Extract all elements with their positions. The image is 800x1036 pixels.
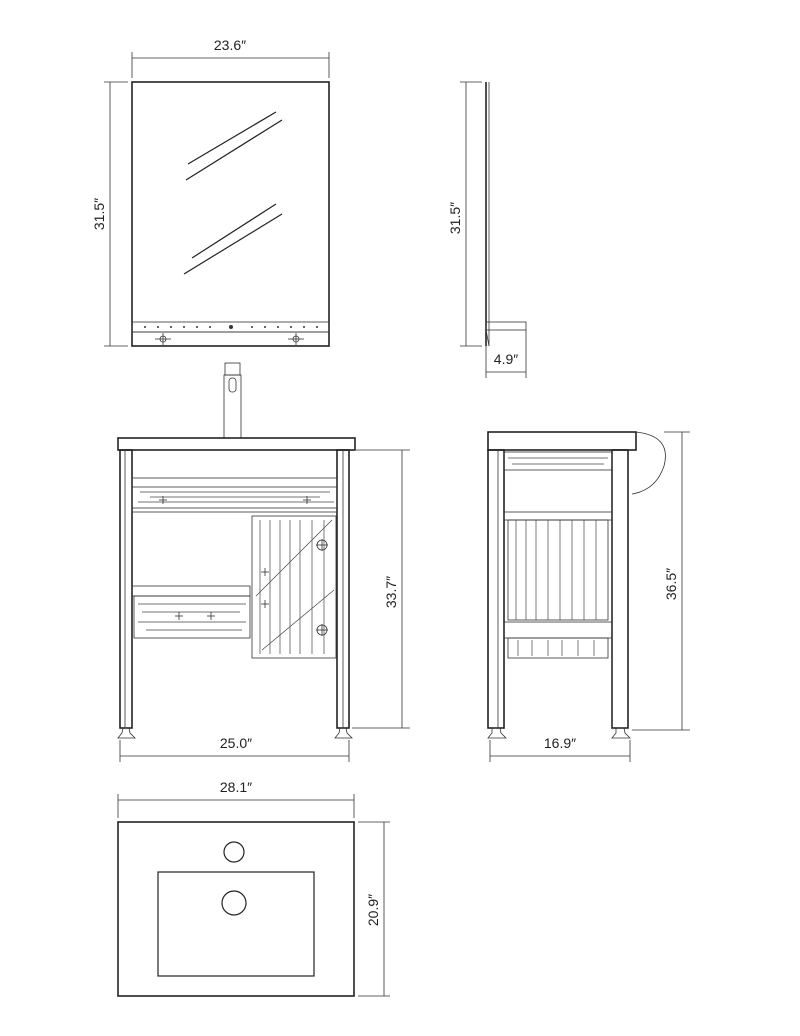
top-depth-dimension: 20.9″ (358, 821, 390, 997)
door-knob-icon (261, 568, 269, 608)
mirror-reflection-lines (183, 111, 283, 275)
side-leveling-feet (487, 727, 631, 739)
top-width-label: 28.1″ (220, 779, 252, 795)
mirror-height-dimension: 31.5″ (91, 81, 128, 347)
faucet-hole-icon (223, 841, 245, 863)
vanity-total-height-dimension: 36.5″ (632, 431, 690, 731)
mirror-width-label: 23.6″ (214, 37, 246, 53)
leveling-feet (117, 727, 353, 739)
vanity-depth-label: 16.9″ (544, 735, 576, 751)
mirror-mount-crosses (155, 333, 304, 345)
mirror-depth-label: 4.9″ (494, 351, 518, 367)
vanity-height-label: 33.7″ (383, 576, 399, 608)
top-depth-label: 20.9″ (365, 894, 381, 926)
vanity-height-dimension: 33.7″ (352, 449, 410, 729)
mirror-side-view: 31.5″ 4.9″ (447, 81, 527, 378)
vanity-depth-dimension: 16.9″ (489, 735, 631, 762)
mirror-front-view: 23.6″ 31.5″ (91, 37, 330, 347)
drain-hole-icon (221, 890, 247, 916)
vanity-width-label: 25.0″ (220, 735, 252, 751)
faucet-icon (223, 362, 242, 439)
drawer-knob-icon (159, 496, 311, 504)
mirror-height-label: 31.5″ (91, 198, 107, 230)
vanity-total-height-label: 36.5″ (663, 568, 679, 600)
vanity-front-view: 33.7″ 25.0″ (117, 362, 410, 762)
mirror-width-dimension: 23.6″ (131, 37, 330, 78)
countertop-top-view: 28.1″ 20.9″ (117, 779, 390, 997)
hinge-icon (316, 539, 328, 636)
shelf-knob-icon (175, 612, 215, 620)
mirror-side-height-dimension: 31.5″ (447, 81, 482, 347)
vanity-side-view: 36.5″ 16.9″ (487, 431, 690, 762)
mirror-depth-dimension: 4.9″ (485, 330, 527, 378)
mirror-side-height-label: 31.5″ (447, 202, 463, 234)
vanity-width-dimension: 25.0″ (119, 735, 350, 762)
mirror-rail-dots (144, 325, 318, 329)
top-width-dimension: 28.1″ (117, 779, 355, 818)
